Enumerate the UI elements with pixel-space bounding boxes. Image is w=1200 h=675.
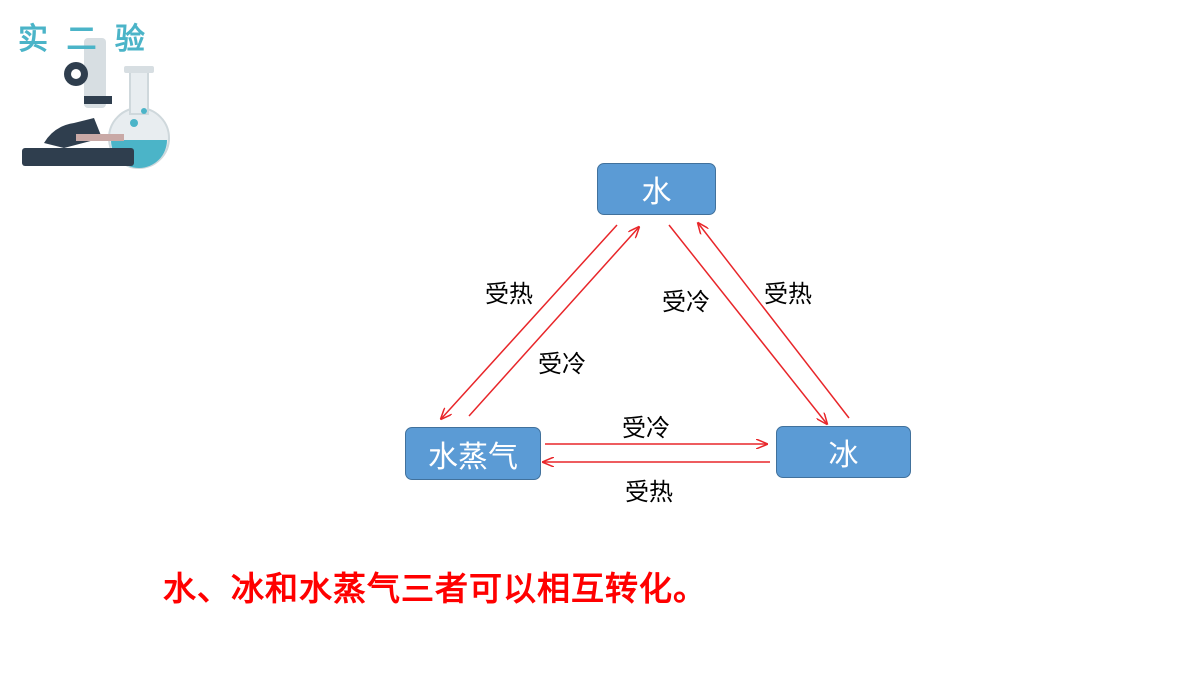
arrow-ice-to-water (698, 223, 850, 419)
node-steam: 水蒸气 (405, 427, 541, 480)
label-ice-to-steam: 受热 (625, 478, 673, 506)
microscope-flask-icon (22, 38, 170, 169)
label-steam-to-ice: 受冷 (622, 414, 670, 442)
arrow-water-to-steam (441, 224, 618, 419)
label-steam-to-water: 受冷 (538, 350, 586, 378)
arrow-steam-to-water (468, 227, 639, 417)
conclusion-text: 水、冰和水蒸气三者可以相互转化。 (163, 569, 707, 608)
logo-text: 实 二 验 (18, 22, 149, 57)
node-water: 水 (597, 163, 716, 215)
arrow-water-to-ice (668, 224, 827, 424)
label-water-to-ice: 受冷 (662, 288, 710, 316)
label-ice-to-water: 受热 (764, 280, 812, 308)
node-ice: 冰 (776, 426, 911, 478)
label-water-to-steam: 受热 (485, 280, 533, 308)
